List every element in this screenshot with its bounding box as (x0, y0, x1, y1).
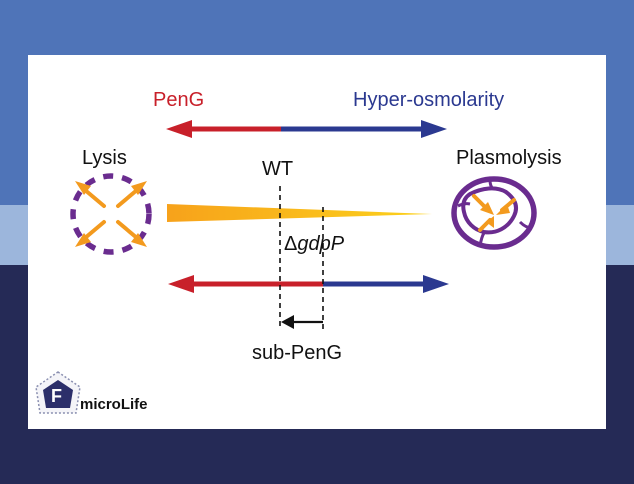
logo-letter: F (51, 386, 62, 406)
hyper-osmolarity-label: Hyper-osmolarity (353, 89, 505, 111)
logo-text: microLife (80, 396, 148, 413)
gdpp-delta: Δ (284, 233, 298, 255)
gradient-wedge (167, 204, 432, 222)
sub-peng-shift-arrow (281, 315, 323, 329)
peng-label: PenG (153, 89, 205, 111)
bottom-arrow-right-head (423, 275, 449, 293)
lysis-label: Lysis (82, 147, 127, 169)
sub-peng-label: sub-PenG (252, 342, 343, 364)
gdpp-label: ΔgdpP (284, 233, 344, 256)
bottom-double-arrow (168, 275, 449, 293)
microlife-logo-icon (35, 371, 81, 414)
lysis-cell-icon (70, 173, 152, 255)
plasmolysis-cell-icon (451, 176, 537, 250)
gdpp-gene: gdpP (297, 233, 345, 255)
top-arrow-right-head (421, 120, 447, 138)
plasmolysis-label: Plasmolysis (456, 147, 562, 169)
top-double-arrow (166, 120, 447, 138)
top-arrow-left-head (166, 120, 192, 138)
bottom-arrow-left-head (168, 275, 194, 293)
wt-label: WT (262, 158, 294, 180)
